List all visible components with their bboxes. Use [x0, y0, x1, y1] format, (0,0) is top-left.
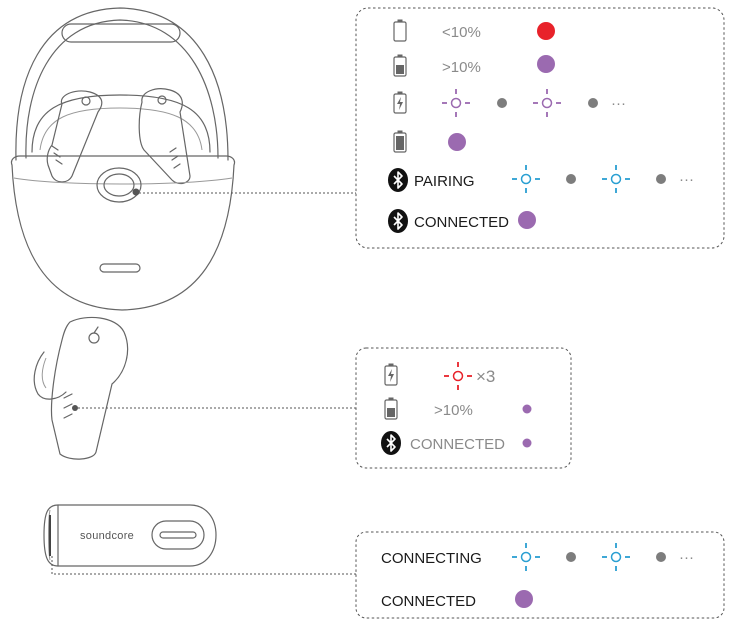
case-pairing-label: PAIRING: [414, 173, 475, 190]
dongle-connecting-off-2: [656, 552, 666, 562]
dongle-leader-line: [51, 556, 356, 575]
case-pairing-off-1: [566, 174, 576, 184]
case-charging-ellipsis: ···: [611, 95, 626, 112]
dongle-connecting-ellipsis: ···: [679, 549, 694, 566]
bluetooth-icon: [387, 208, 409, 234]
earbud-mid-led: [522, 404, 532, 414]
battery-charging-icon: [393, 90, 407, 114]
case-row-mid-label: >10%: [442, 59, 481, 76]
battery-low-icon: [393, 18, 407, 42]
earbud-illustration: [33, 316, 129, 460]
earbud-led-panel: [355, 347, 572, 469]
dongle-connected-label: CONNECTED: [381, 593, 476, 610]
case-full-led: [448, 133, 466, 151]
case-charging-off-2: [588, 98, 598, 108]
case-led-panel: [355, 7, 725, 249]
dongle-brand-label: soundcore: [80, 530, 134, 542]
case-row-low-label: <10%: [442, 24, 481, 41]
case-pairing-ellipsis: ···: [679, 171, 694, 188]
earbud-connected-led: [522, 438, 532, 448]
earbud-mid-label: >10%: [434, 402, 473, 419]
earbud-led-dot: [72, 405, 78, 411]
dongle-illustration: soundcore: [43, 504, 217, 567]
earbud-flash-count: ×3: [476, 367, 495, 386]
battery-mid-icon: [393, 53, 407, 77]
case-row-low-led: [537, 22, 555, 40]
dongle-connecting-off-1: [566, 552, 576, 562]
dongle-led-panel: [355, 531, 725, 619]
earbud-connected-label: CONNECTED: [410, 436, 505, 453]
battery-full-icon: [393, 129, 407, 153]
case-connected-led: [518, 211, 536, 229]
battery-mid-icon: [384, 396, 398, 420]
case-row-mid-led: [537, 55, 555, 73]
case-charging-off-1: [497, 98, 507, 108]
case-led-dot: [132, 188, 140, 196]
charging-case-illustration: [10, 7, 236, 311]
bluetooth-icon: [380, 430, 402, 456]
dongle-connected-led: [515, 590, 533, 608]
case-pairing-off-2: [656, 174, 666, 184]
bluetooth-icon: [387, 167, 409, 193]
battery-charging-icon: [384, 362, 398, 386]
case-connected-label: CONNECTED: [414, 214, 509, 231]
dongle-connecting-label: CONNECTING: [381, 550, 482, 567]
